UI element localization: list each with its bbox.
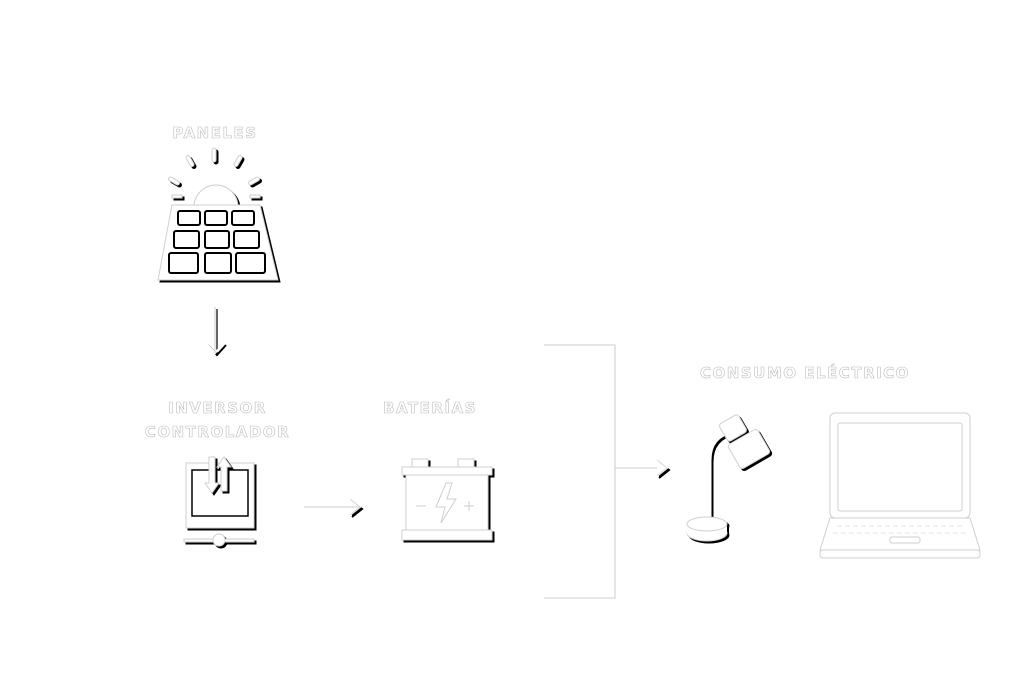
battery-icon xyxy=(401,458,493,541)
desk-lamp-icon xyxy=(686,414,771,542)
consumption-label: CONSUMO ELÉCTRICO xyxy=(700,364,910,383)
inverter-label-line2: CONTROLADOR xyxy=(144,423,291,442)
arrow-inverter-to-batteries xyxy=(304,498,362,516)
arrow-down-panels-to-inverter xyxy=(205,307,225,355)
batteries-label: BATERÍAS xyxy=(383,399,477,418)
bus-bracket-line xyxy=(544,344,669,599)
inverter-icon xyxy=(183,456,255,547)
solar-panel-icon xyxy=(157,147,279,281)
panels-label: PANELES xyxy=(172,124,258,143)
inverter-label: INVERSOR CONTROLADOR xyxy=(120,396,315,444)
laptop-icon xyxy=(819,412,981,559)
inverter-label-line1: INVERSOR xyxy=(168,399,267,418)
